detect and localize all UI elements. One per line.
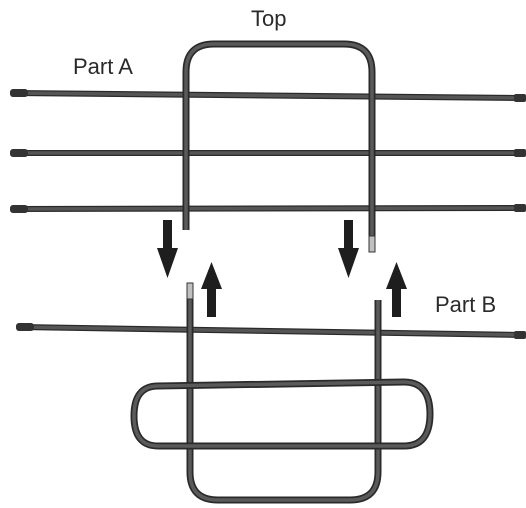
arrow-up-left — [201, 262, 222, 317]
part-a-rod-2 — [10, 149, 526, 157]
arrow-up-right — [386, 262, 407, 317]
part-a-rod-1 — [10, 89, 526, 102]
part-b — [16, 282, 526, 504]
part-b-loop — [130, 378, 434, 450]
label-part-a: Part A — [73, 54, 133, 79]
arrows — [157, 220, 407, 317]
part-a-rod-3 — [10, 204, 526, 213]
part-b-u-frame — [186, 282, 382, 504]
part-b-rod — [16, 323, 526, 339]
label-part-b: Part B — [435, 292, 497, 317]
part-a-u-frame — [182, 40, 376, 253]
arrow-down-right — [338, 220, 359, 278]
arrow-down-left — [157, 220, 178, 278]
label-top: Top — [251, 6, 287, 31]
part-a — [10, 40, 526, 253]
